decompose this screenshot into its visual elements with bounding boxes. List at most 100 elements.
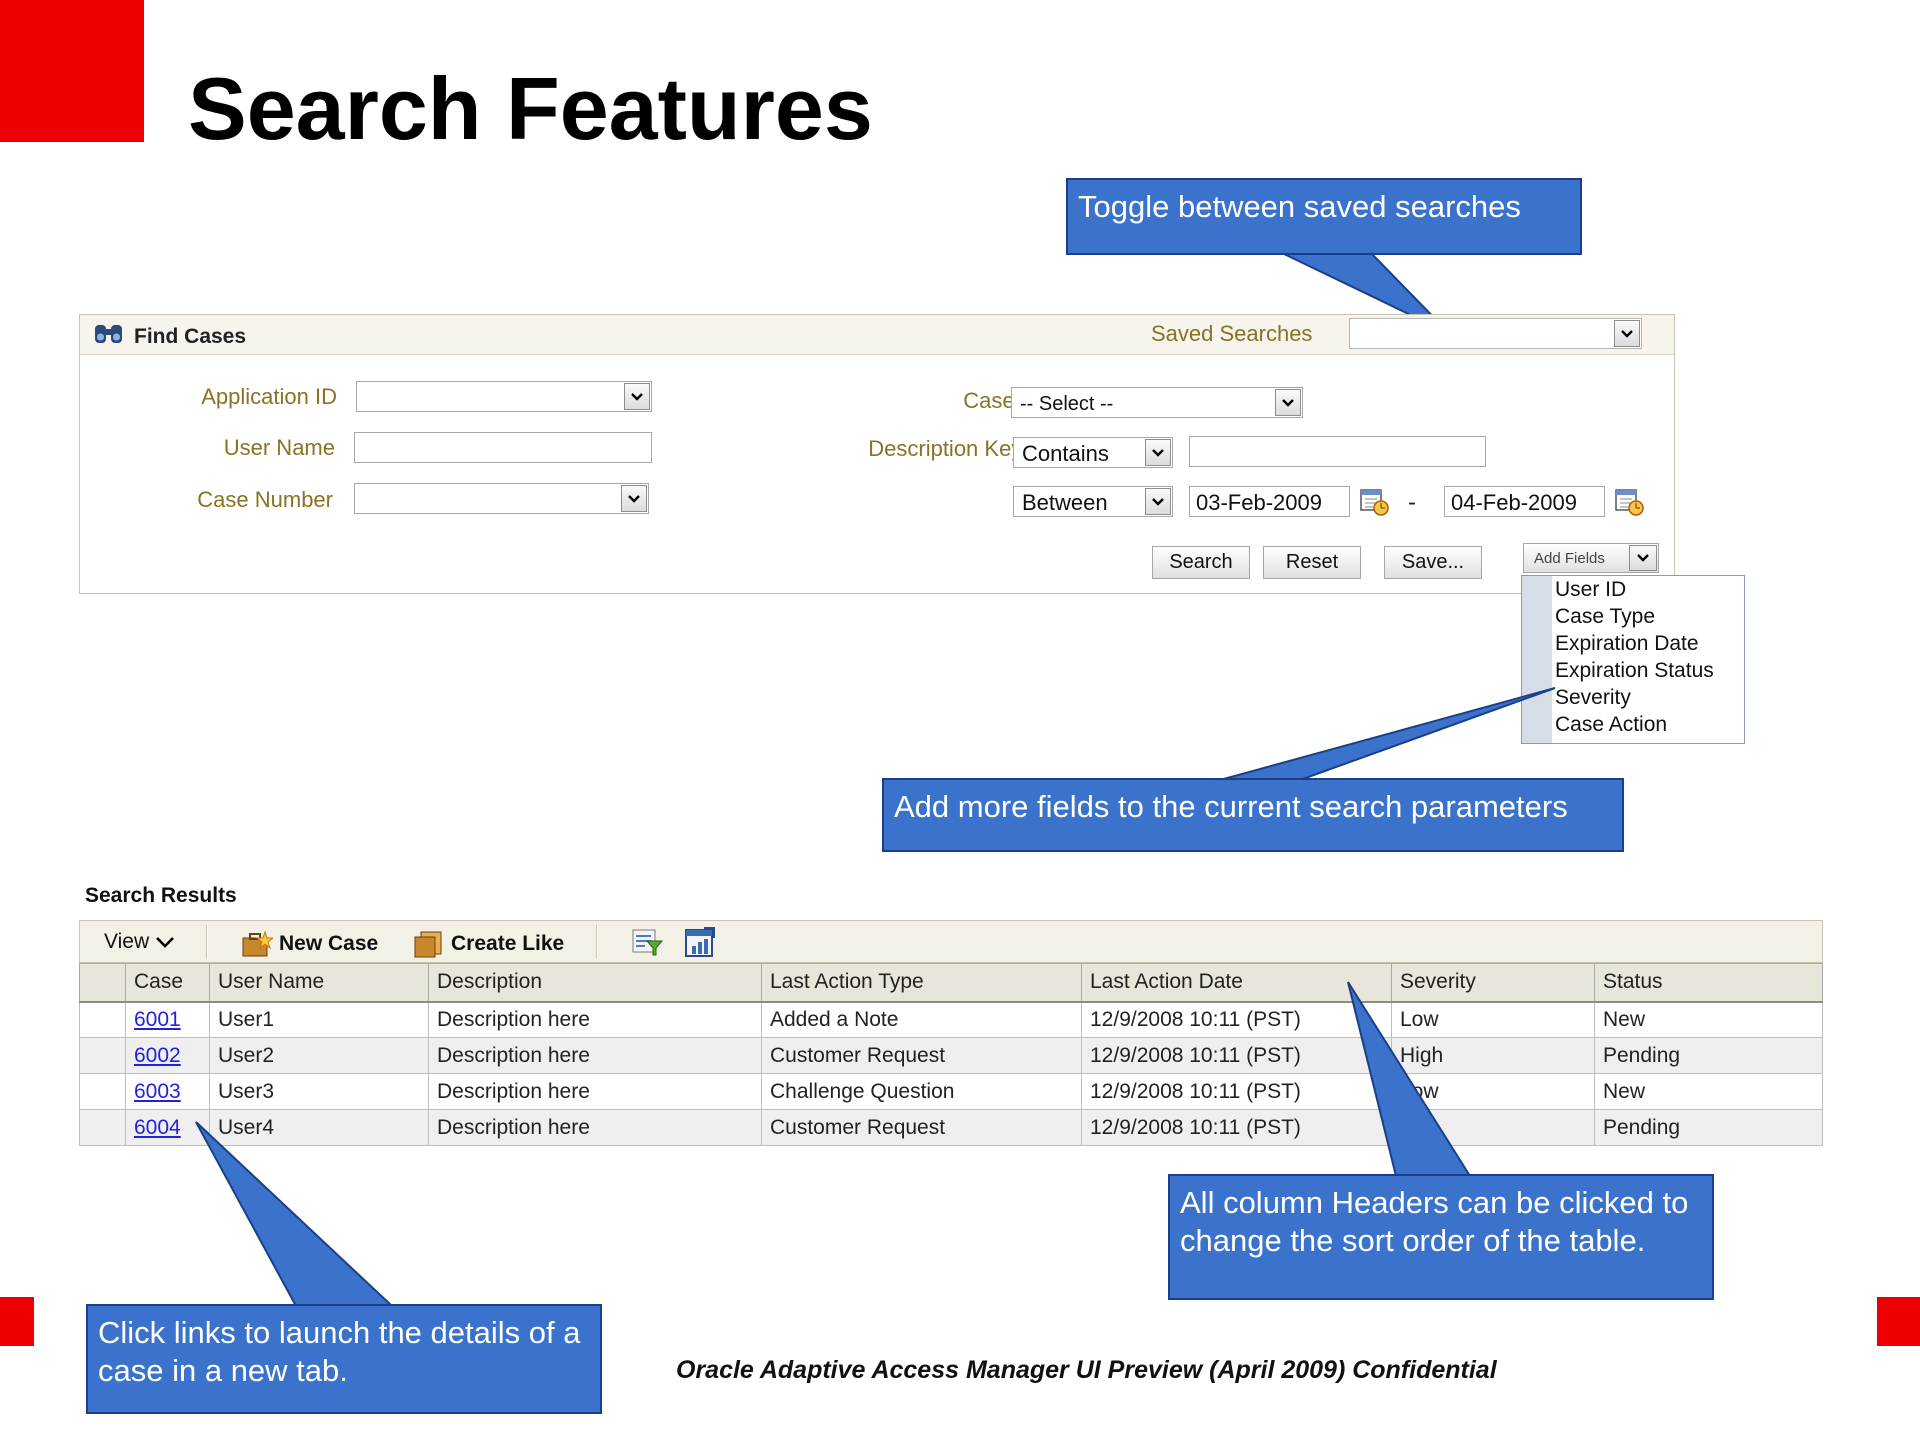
add-fields-menu: User ID Case Type Expiration Date Expira…	[1521, 575, 1745, 744]
case-type-select[interactable]: -- Select --	[1011, 387, 1303, 418]
callout-links-text: Click links to launch the details of a c…	[98, 1315, 581, 1388]
application-id-select[interactable]	[356, 381, 652, 412]
column-header-description[interactable]: Description	[428, 963, 762, 1003]
page-title: Search Features	[188, 59, 873, 158]
table-row: 6001 User1 Description here Added a Note…	[79, 1001, 1823, 1038]
menu-item-case-type[interactable]: Case Type	[1555, 605, 1656, 628]
new-case-label: New Case	[279, 932, 379, 955]
callout-case-links: Click links to launch the details of a c…	[86, 1304, 602, 1414]
results-toolbar: View New Case Create Like	[79, 920, 1823, 963]
chevron-down-icon[interactable]	[1614, 320, 1640, 347]
callout-sort-headers: All column Headers can be clicked to cha…	[1168, 1174, 1714, 1300]
create-like-label: Create Like	[451, 932, 565, 955]
column-header-last-action-date[interactable]: Last Action Date	[1081, 963, 1392, 1003]
callout-pointer-sort	[1347, 981, 1472, 1177]
calendar-icon[interactable]	[1358, 485, 1390, 517]
chevron-down-icon[interactable]	[1629, 545, 1657, 571]
brand-red-block-left	[0, 1297, 34, 1346]
row-selector[interactable]	[79, 1037, 126, 1074]
case-cell: 6004	[125, 1109, 210, 1146]
column-header-status[interactable]: Status	[1594, 963, 1823, 1003]
case-number-select[interactable]	[354, 483, 649, 514]
row-selector[interactable]	[79, 1109, 126, 1146]
calendar-icon[interactable]	[1613, 485, 1645, 517]
menu-item-case-action[interactable]: Case Action	[1555, 713, 1668, 736]
row-selector[interactable]	[79, 1001, 126, 1038]
description-keyword-input[interactable]	[1189, 436, 1486, 467]
action-type-cell: Customer Request	[761, 1109, 1082, 1146]
search-results-heading: Search Results	[85, 884, 237, 907]
status-cell: New	[1594, 1073, 1823, 1110]
date-operator-select[interactable]: Between	[1013, 486, 1173, 517]
case-type-value: -- Select --	[1020, 393, 1114, 415]
description-operator-select[interactable]: Contains	[1013, 437, 1173, 468]
action-date-cell: 12/9/2008 10:11 (PST)	[1081, 1001, 1392, 1038]
new-case-icon	[242, 930, 273, 957]
add-fields-label: Add Fields	[1534, 549, 1605, 567]
brand-red-block-right	[1877, 1297, 1920, 1346]
filter-icon[interactable]	[631, 927, 663, 957]
callout-add-fields-text: Add more fields to the current search pa…	[894, 789, 1568, 824]
status-cell: New	[1594, 1001, 1823, 1038]
case-link[interactable]: 6003	[134, 1079, 181, 1103]
chevron-down-icon[interactable]	[624, 383, 650, 410]
date-from-input[interactable]: 03-Feb-2009	[1189, 486, 1350, 517]
date-to-input[interactable]: 04-Feb-2009	[1444, 486, 1605, 517]
brand-red-block-top	[0, 0, 144, 142]
callout-pointer-add-fields	[1219, 687, 1556, 781]
callout-sort-text: All column Headers can be clicked to cha…	[1180, 1185, 1689, 1258]
table-header-row: Case User Name Description Last Action T…	[79, 963, 1823, 1003]
severity-cell: Low	[1391, 1001, 1595, 1038]
chevron-down-icon[interactable]	[1145, 439, 1171, 466]
view-menu[interactable]: View	[104, 930, 175, 954]
menu-item-expiration-date[interactable]: Expiration Date	[1555, 632, 1699, 655]
callout-add-fields: Add more fields to the current search pa…	[882, 778, 1624, 852]
application-id-label: Application ID	[201, 384, 337, 409]
add-fields-button[interactable]: Add Fields	[1523, 543, 1659, 573]
case-link[interactable]: 6001	[134, 1007, 181, 1031]
action-type-cell: Added a Note	[761, 1001, 1082, 1038]
create-like-button[interactable]: Create Like	[413, 930, 564, 958]
description-cell: Description here	[428, 1073, 762, 1110]
chevron-down-icon[interactable]	[1275, 389, 1301, 416]
new-case-button[interactable]: New Case	[241, 930, 378, 958]
saved-searches-select[interactable]	[1349, 318, 1642, 349]
callout-saved-searches-text: Toggle between saved searches	[1078, 189, 1521, 224]
search-button[interactable]: Search	[1152, 546, 1250, 579]
row-selector[interactable]	[79, 1073, 126, 1110]
menu-icon-strip	[1522, 576, 1552, 743]
saved-searches-label: Saved Searches	[1151, 321, 1313, 346]
column-header-severity[interactable]: Severity	[1391, 963, 1595, 1003]
export-icon[interactable]	[684, 926, 716, 958]
user-cell: User1	[209, 1001, 429, 1038]
table-row: 6003 User3 Description here Challenge Qu…	[79, 1073, 1823, 1110]
row-selector-header	[79, 963, 126, 1003]
menu-item-user-id[interactable]: User ID	[1555, 578, 1627, 601]
case-cell: 6002	[125, 1037, 210, 1074]
date-from-value: 03-Feb-2009	[1196, 490, 1322, 515]
column-header-last-action-type[interactable]: Last Action Type	[761, 963, 1082, 1003]
column-header-case[interactable]: Case	[125, 963, 210, 1003]
toolbar-separator	[596, 925, 598, 959]
binoculars-icon	[95, 325, 122, 343]
chevron-down-icon[interactable]	[1145, 488, 1171, 515]
description-cell: Description here	[428, 1109, 762, 1146]
menu-item-expiration-status[interactable]: Expiration Status	[1555, 659, 1714, 682]
find-cases-header: Find Cases Saved Searches	[80, 315, 1674, 355]
date-range-separator: -	[1408, 489, 1416, 516]
menu-item-severity[interactable]: Severity	[1555, 686, 1631, 709]
description-operator-value: Contains	[1022, 441, 1109, 466]
reset-button[interactable]: Reset	[1263, 546, 1361, 579]
column-header-user-name[interactable]: User Name	[209, 963, 429, 1003]
description-cell: Description here	[428, 1037, 762, 1074]
chevron-down-icon[interactable]	[621, 485, 647, 512]
create-like-icon	[414, 931, 442, 958]
case-cell: 6003	[125, 1073, 210, 1110]
save-button[interactable]: Save...	[1384, 546, 1482, 579]
case-link[interactable]: 6002	[134, 1043, 181, 1067]
user-name-input[interactable]	[354, 432, 652, 463]
action-type-cell: Customer Request	[761, 1037, 1082, 1074]
case-cell: 6001	[125, 1001, 210, 1038]
case-link[interactable]: 6004	[134, 1115, 181, 1139]
case-number-label: Case Number	[197, 487, 333, 512]
